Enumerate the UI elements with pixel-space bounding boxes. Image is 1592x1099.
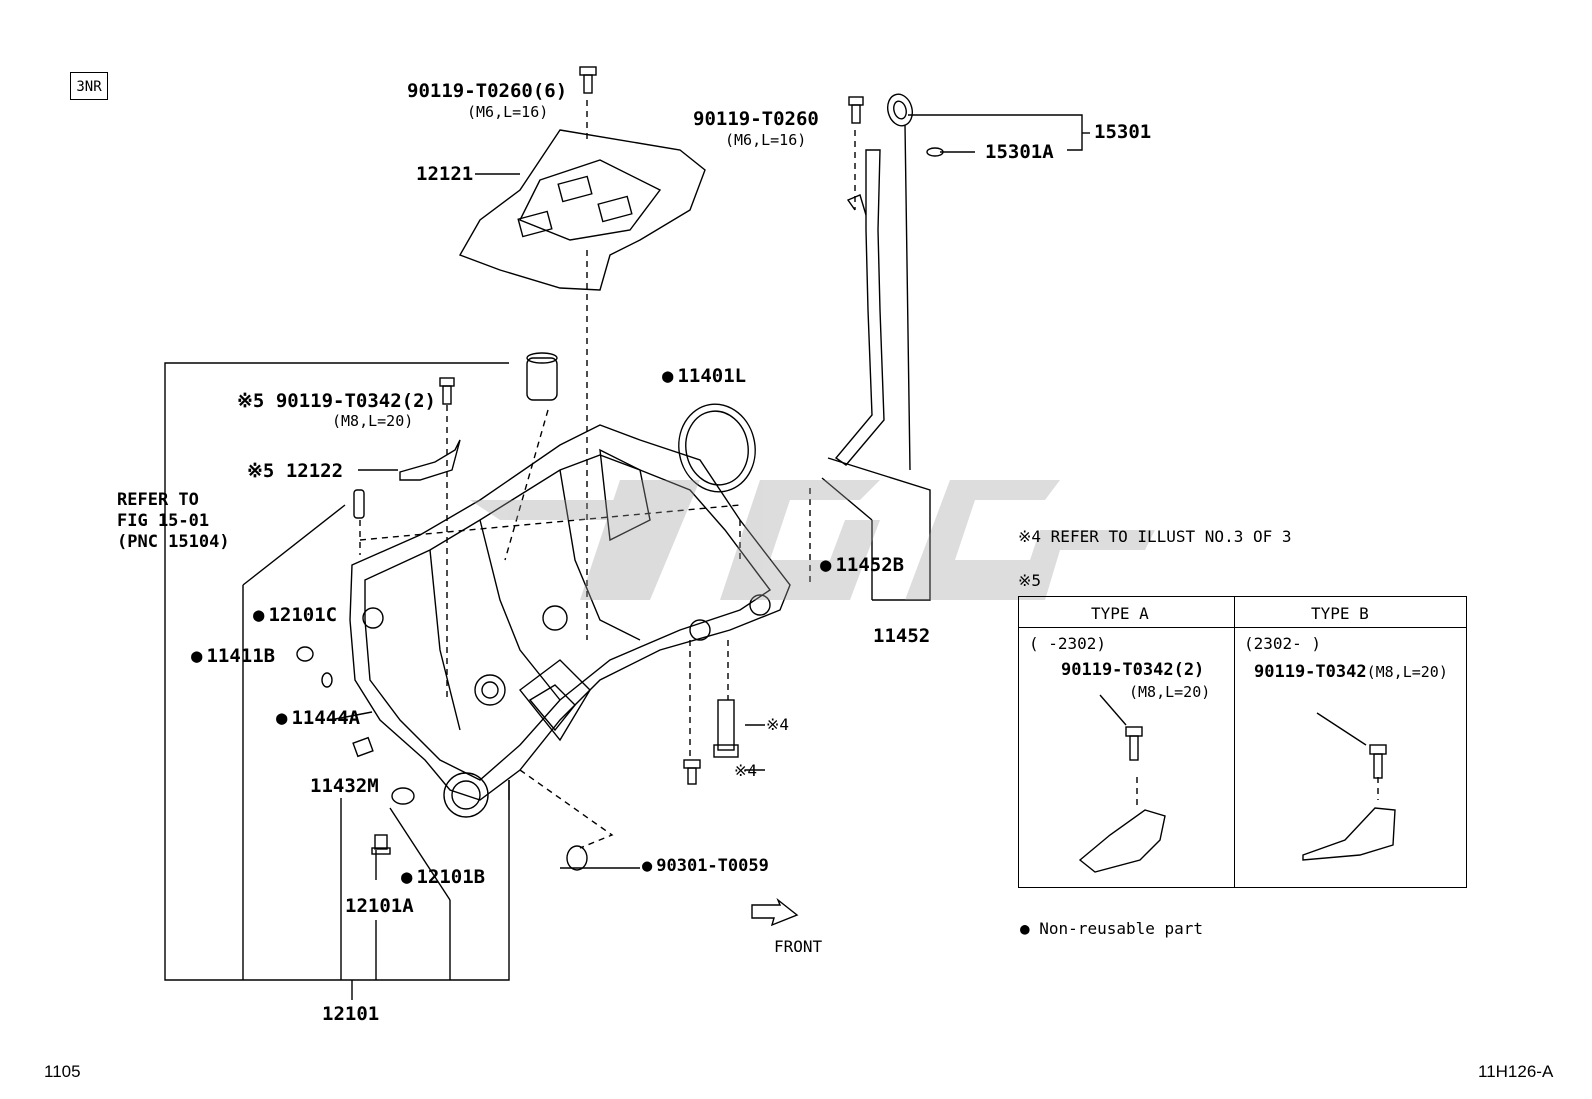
- label-12101c[interactable]: 12101C: [253, 606, 337, 625]
- label-12122[interactable]: 12122: [285, 460, 344, 482]
- label-12101[interactable]: 12101: [322, 1003, 380, 1025]
- bracket-frame: [164, 362, 510, 981]
- label-12101b[interactable]: 12101B: [401, 868, 485, 887]
- note-5-mark: ※5: [1018, 571, 1042, 590]
- ref-mark-5: ※5: [237, 390, 265, 412]
- type-a-column: [1019, 597, 1235, 887]
- type-a-spec: (M8,L=20): [1129, 683, 1211, 701]
- label-11432m[interactable]: 11432M: [310, 775, 379, 797]
- oring-11401l-shape: [678, 403, 756, 493]
- type-a-header: TYPE A: [1091, 604, 1149, 623]
- refer-line-3: (PNC 15104): [117, 532, 230, 552]
- label-15301a[interactable]: 15301A: [985, 141, 1054, 163]
- dipstick-shape: [886, 93, 944, 471]
- label-bolt-spec: (M6,L=16): [467, 103, 549, 121]
- type-b-part[interactable]: 90119-T0342: [1254, 662, 1367, 682]
- bolt-shapes: [352, 66, 1387, 855]
- oil-pan-outline: [349, 424, 791, 818]
- label-12121[interactable]: 12121: [416, 163, 474, 185]
- label-bolt-12122-spec: (M8,L=20): [332, 412, 414, 430]
- engine-code-box: 3NR: [70, 72, 108, 100]
- type-b-header: TYPE B: [1311, 604, 1369, 623]
- type-b-range: (2302- ): [1244, 634, 1322, 653]
- ref-mark-4-lower: ※4: [734, 761, 758, 780]
- ref-mark-4-upper: ※4: [766, 715, 790, 734]
- label-11401l[interactable]: 11401L: [662, 367, 746, 386]
- dipstick-guide-shape: [834, 149, 885, 466]
- cover-12121-shape: [458, 129, 706, 291]
- label-11444a[interactable]: 11444A: [276, 709, 360, 728]
- label-15301[interactable]: 15301: [1094, 121, 1152, 143]
- strainer-shape: [526, 352, 558, 401]
- type-table: TYPE A TYPE B ( -2302) (2302- ) 90119-T0…: [1018, 596, 1467, 888]
- label-bolt-90119-t0260[interactable]: 90119-T0260: [693, 108, 819, 130]
- label-90301-t0059[interactable]: 90301-T0059: [642, 858, 769, 875]
- note-refer-illust: ※4 REFER TO ILLUST NO.3 OF 3: [1018, 527, 1292, 546]
- legend-dot-icon: ●: [1020, 919, 1030, 938]
- front-label: FRONT: [774, 937, 823, 956]
- legend-non-reusable: ● Non-reusable part: [1020, 919, 1204, 938]
- label-12101a[interactable]: 12101A: [345, 895, 414, 917]
- type-b-spec: (M8,L=20): [1366, 663, 1448, 681]
- footer-page-number: 1105: [44, 1062, 81, 1081]
- label-bolt-gauge-spec: (M6,L=16): [725, 131, 807, 149]
- label-11411b[interactable]: 11411B: [191, 647, 275, 666]
- label-11452[interactable]: 11452: [873, 625, 931, 647]
- label-bolt-90119-t0260-6[interactable]: 90119-T0260(6): [407, 80, 568, 102]
- front-arrow-shape: [751, 897, 799, 927]
- type-a-range: ( -2302): [1029, 634, 1107, 653]
- label-11452b[interactable]: 11452B: [820, 556, 904, 575]
- footer-illust-code: 11H126-A: [1478, 1062, 1554, 1081]
- refer-line-2: FIG 15-01: [117, 511, 210, 531]
- ref-mark-5-bracket: ※5: [247, 460, 275, 482]
- type-a-part[interactable]: 90119-T0342(2): [1061, 660, 1205, 680]
- label-bolt-90119-t0342-2[interactable]: 90119-T0342(2): [275, 390, 436, 412]
- refer-line-1: REFER TO: [117, 490, 199, 510]
